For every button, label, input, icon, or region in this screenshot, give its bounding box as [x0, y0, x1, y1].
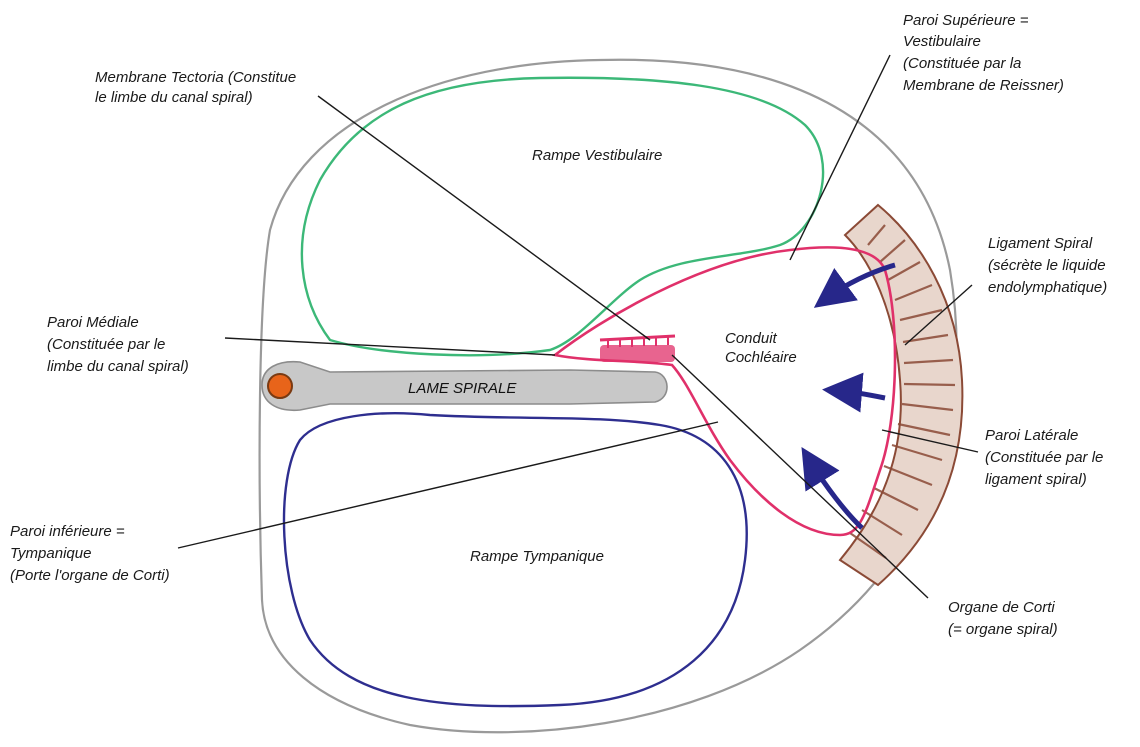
callout-text-line: Membrane Tectoria (Constitue	[95, 69, 296, 86]
callout-text-line: Paroi inférieure =	[10, 523, 125, 540]
callout-organe-corti: Organe de Corti (= organe spiral)	[948, 599, 1058, 638]
callout-paroi-inferieure: Paroi inférieure = Tympanique (Porte l'o…	[10, 523, 170, 584]
callout-paroi-mediale: Paroi Médiale (Constituée par le limbe d…	[47, 314, 189, 375]
conduit-cochleaire-label-line1: Conduit	[725, 330, 778, 347]
callout-text-line: Vestibulaire	[903, 33, 981, 50]
callout-membrane-tectoria: Membrane Tectoria (Constitue le limbe du…	[95, 69, 296, 106]
curved-arrow-icon	[812, 265, 895, 528]
organe-de-corti	[600, 336, 675, 362]
callout-text-line: limbe du canal spiral)	[47, 358, 189, 375]
callout-text-line: Paroi Médiale	[47, 314, 139, 331]
callout-ligament-spiral: Ligament Spiral (sécrète le liquide endo…	[988, 235, 1107, 296]
callout-text-line: ligament spiral)	[985, 471, 1087, 488]
callout-paroi-laterale: Paroi Latérale (Constituée par le ligame…	[985, 427, 1103, 488]
callout-text-line: (Porte l'organe de Corti)	[10, 567, 170, 584]
callout-text-line: endolymphatique)	[988, 279, 1107, 296]
callout-text-line: (Constituée par le	[47, 336, 165, 353]
callout-text-line: Ligament Spiral	[988, 235, 1093, 252]
leader-lines	[178, 55, 978, 598]
callout-text-line: Paroi Supérieure =	[903, 12, 1029, 29]
callout-paroi-superieure: Paroi Supérieure = Vestibulaire (Constit…	[903, 12, 1064, 94]
rampe-vestibulaire-outline	[302, 78, 823, 355]
rampe-tympanique-label: Rampe Tympanique	[470, 548, 604, 565]
callout-text-line: le limbe du canal spiral)	[95, 89, 253, 106]
callout-text-line: (sécrète le liquide	[988, 257, 1106, 274]
callout-text-line: Paroi Latérale	[985, 427, 1078, 444]
rampe-vestibulaire-label: Rampe Vestibulaire	[532, 147, 662, 164]
conduit-cochleaire-label-line2: Cochléaire	[725, 349, 797, 366]
ganglion-spiral	[268, 374, 292, 398]
callout-text-line: (Constituée par le	[985, 449, 1103, 466]
callout-text-line: (= organe spiral)	[948, 621, 1058, 638]
callout-text-line: (Constituée par la	[903, 55, 1021, 72]
callout-text-line: Tympanique	[10, 545, 91, 562]
lame-spirale-label: LAME SPIRALE	[408, 380, 517, 397]
callout-text-line: Organe de Corti	[948, 599, 1055, 616]
callout-text-line: Membrane de Reissner)	[903, 77, 1064, 94]
